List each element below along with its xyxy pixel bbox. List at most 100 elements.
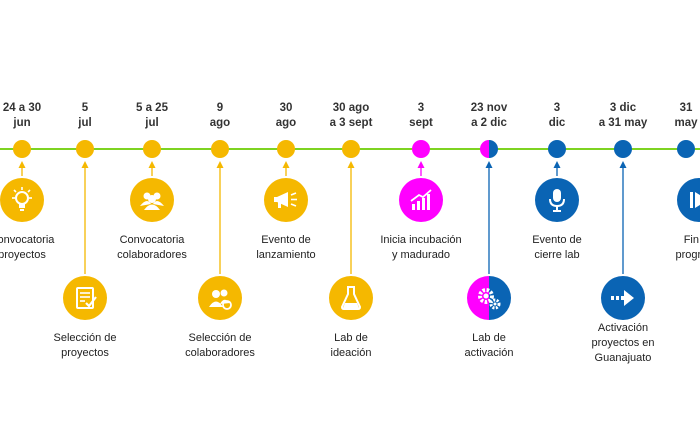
event-1-date-line: 24 a 30 (2, 102, 42, 114)
event-4-label: Selección de colaboradores (150, 331, 290, 361)
event-4-date-line: ago (209, 117, 231, 129)
event-8-arrowhead (485, 161, 493, 168)
event-10-date: 3 dic a 31 may (578, 101, 668, 131)
lightbulb-icon (0, 178, 44, 222)
event-4-label-line: Selección de (188, 332, 252, 344)
event-9-marker (548, 140, 566, 158)
event-9-label-line: Evento de (532, 234, 582, 246)
event-10-label-line: proyectos en (591, 337, 655, 349)
event-4-date-line: 9 (216, 102, 224, 114)
event-7-date-line: sept (409, 117, 433, 129)
event-1-date: 24 a 30 jun (0, 101, 67, 131)
event-10-date-line: a 31 may (598, 117, 648, 129)
event-11-date: 31 may (641, 101, 700, 131)
event-7-date-line: 3 (417, 102, 425, 114)
event-8-label-line: activación (464, 347, 514, 359)
event-3-label: Convocatoria colaboradores (82, 233, 222, 263)
event-7-marker (412, 140, 430, 158)
event-2-label: Selección de proyectos (15, 331, 155, 361)
event-3-label-line: Convocatoria (119, 234, 185, 246)
event-2-date-line: 5 (81, 102, 89, 114)
event-7-label-line: y madurado (391, 249, 451, 261)
event-5-marker (277, 140, 295, 158)
people-check-icon (198, 276, 242, 320)
event-9-label: Evento de cierre lab (487, 233, 627, 263)
event-6-date-line: 30 ago (332, 102, 370, 114)
event-4-date: 9 ago (175, 101, 265, 131)
event-1-label: Convocatoria proyectos (0, 233, 92, 263)
event-8-label: Lab de activación (419, 331, 559, 361)
event-1-date-line: jun (13, 117, 31, 129)
megaphone-icon (264, 178, 308, 222)
microphone-icon (535, 178, 579, 222)
event-1-label-line: proyectos (0, 249, 46, 261)
event-8-date: 23 nov a 2 dic (444, 101, 534, 131)
arrow-right-icon (601, 276, 645, 320)
event-2-label-line: Selección de (53, 332, 117, 344)
event-3-date-line: jul (145, 117, 159, 129)
event-6-label-line: Lab de (334, 332, 368, 344)
event-11-date-line: 31 (679, 102, 693, 114)
event-9-date-line: dic (548, 117, 566, 129)
event-5-label-line: Evento de (261, 234, 311, 246)
event-10-marker (614, 140, 632, 158)
event-3-date: 5 a 25 jul (107, 101, 197, 131)
event-6-date-line: a 3 sept (329, 117, 373, 129)
event-6-arrowhead (347, 161, 355, 168)
event-11-label-line: programa (675, 249, 700, 261)
event-3-marker (143, 140, 161, 158)
event-9-date-line: 3 (553, 102, 561, 114)
event-7-label: Inicia incubación y madurado (351, 233, 491, 263)
people-group-icon (130, 178, 174, 222)
event-1-arrowhead (18, 161, 26, 168)
event-6-marker (342, 140, 360, 158)
gears-icon (467, 276, 511, 320)
event-10-arrowhead (619, 161, 627, 168)
event-6-date: 30 ago a 3 sept (306, 101, 396, 131)
event-7-arrowhead (417, 161, 425, 168)
event-2-date: 5 jul (40, 101, 130, 131)
event-5-label-line: lanzamiento (256, 249, 316, 261)
event-8-date-line: a 2 dic (471, 117, 507, 129)
event-5-label: Evento de lanzamiento (216, 233, 356, 263)
event-5-date-line: ago (275, 117, 297, 129)
event-9-label-line: cierre lab (534, 249, 580, 261)
event-7-date: 3 sept (376, 101, 466, 131)
event-11-label: Fin de programa (629, 233, 700, 263)
event-3-label-line: colaboradores (117, 249, 187, 261)
event-4-marker (211, 140, 229, 158)
event-5-date-line: 30 (279, 102, 293, 114)
event-3-arrowhead (148, 161, 156, 168)
event-11-marker (677, 140, 695, 158)
skip-icon (677, 178, 700, 222)
event-5-arrowhead (282, 161, 290, 168)
growth-chart-icon (399, 178, 443, 222)
event-1-label-line: Convocatoria (0, 234, 55, 246)
event-10-date-line: 3 dic (609, 102, 637, 114)
event-7-label-line: Inicia incubación (380, 234, 462, 246)
event-6-label-line: ideación (330, 347, 372, 359)
event-8-date-line: 23 nov (470, 102, 508, 114)
event-4-label-line: colaboradores (185, 347, 255, 359)
event-4-arrowhead (216, 161, 224, 168)
flask-icon (329, 276, 373, 320)
event-9-arrowhead (553, 161, 561, 168)
event-11-date-line: may (674, 117, 698, 129)
event-1-marker (13, 140, 31, 158)
event-10-label-line: Guanajuato (594, 352, 652, 364)
event-8-label-line: Lab de (472, 332, 506, 344)
event-9-date: 3 dic (512, 101, 602, 131)
checklist-icon (63, 276, 107, 320)
event-3-date-line: 5 a 25 (136, 102, 168, 114)
event-2-label-line: proyectos (61, 347, 109, 359)
event-2-marker (76, 140, 94, 158)
event-2-arrowhead (81, 161, 89, 168)
event-11-label-line: Fin de (683, 234, 700, 246)
event-8-marker (480, 140, 498, 158)
event-5-date: 30 ago (241, 101, 331, 131)
event-6-label: Lab de ideación (281, 331, 421, 361)
event-2-date-line: jul (78, 117, 92, 129)
